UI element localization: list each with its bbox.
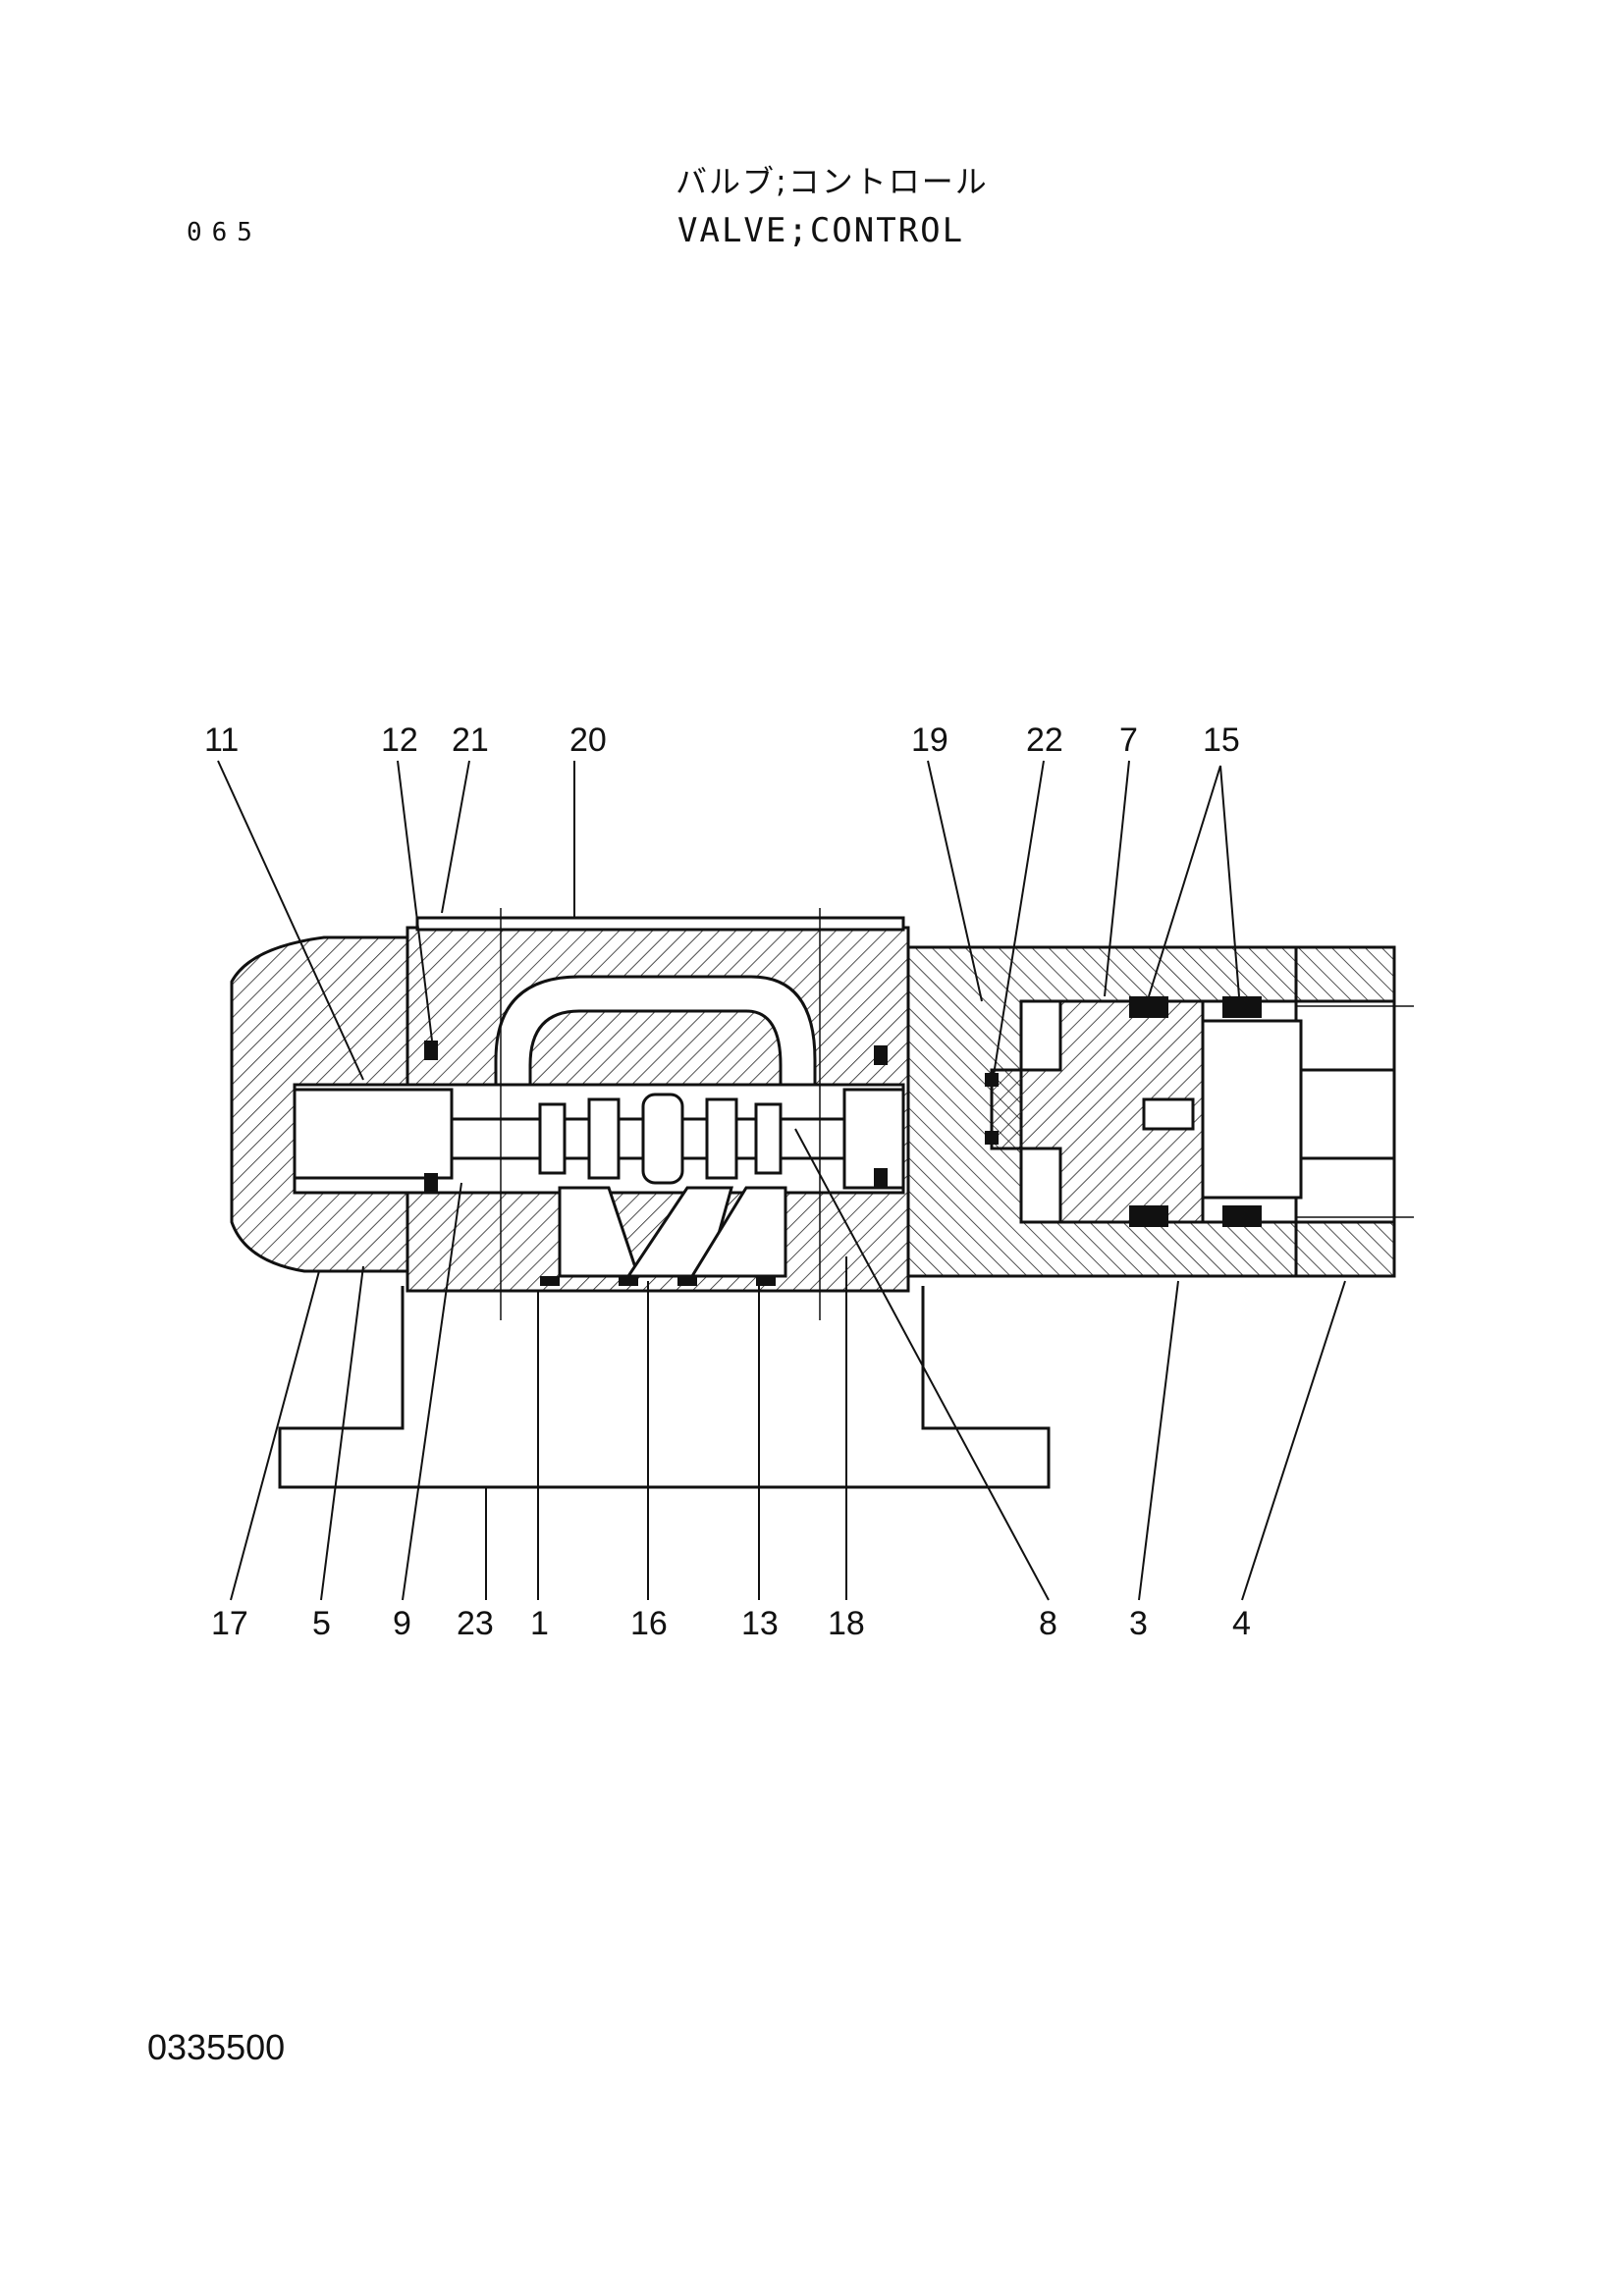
callout-12: 12 (381, 721, 418, 759)
callouts-bottom: 17 5 9 23 1 16 13 18 8 3 4 (211, 1605, 1251, 1642)
title-english: VALVE;CONTROL (677, 211, 965, 250)
callout-17: 17 (211, 1605, 248, 1642)
base-plate (278, 1286, 1051, 1489)
callout-7: 7 (1119, 721, 1138, 759)
callout-11: 11 (204, 721, 239, 759)
callout-23: 23 (457, 1605, 494, 1642)
page-number: 065 (187, 218, 262, 247)
callout-16: 16 (630, 1605, 668, 1642)
callout-4: 4 (1232, 1605, 1251, 1642)
callout-18: 18 (828, 1605, 865, 1642)
seals (424, 996, 1262, 1286)
callout-22: 22 (1026, 721, 1063, 759)
document-code: 0335500 (147, 2027, 286, 2067)
callouts-top: 11 12 21 20 19 22 7 15 (204, 721, 1240, 759)
centre-lines (500, 908, 1414, 1320)
callout-1: 1 (530, 1605, 549, 1642)
callout-3: 3 (1129, 1605, 1148, 1642)
callout-21: 21 (452, 721, 489, 759)
callout-8: 8 (1039, 1605, 1057, 1642)
callout-19: 19 (911, 721, 948, 759)
spool (293, 1088, 905, 1190)
leader-lines (217, 760, 1346, 1601)
title-japanese: バルブ;コントロール (676, 163, 989, 200)
callout-5: 5 (312, 1605, 331, 1642)
callout-15: 15 (1203, 721, 1240, 759)
piston (990, 999, 1303, 1224)
callout-20: 20 (569, 721, 607, 759)
callout-13: 13 (741, 1605, 779, 1642)
callout-9: 9 (393, 1605, 411, 1642)
